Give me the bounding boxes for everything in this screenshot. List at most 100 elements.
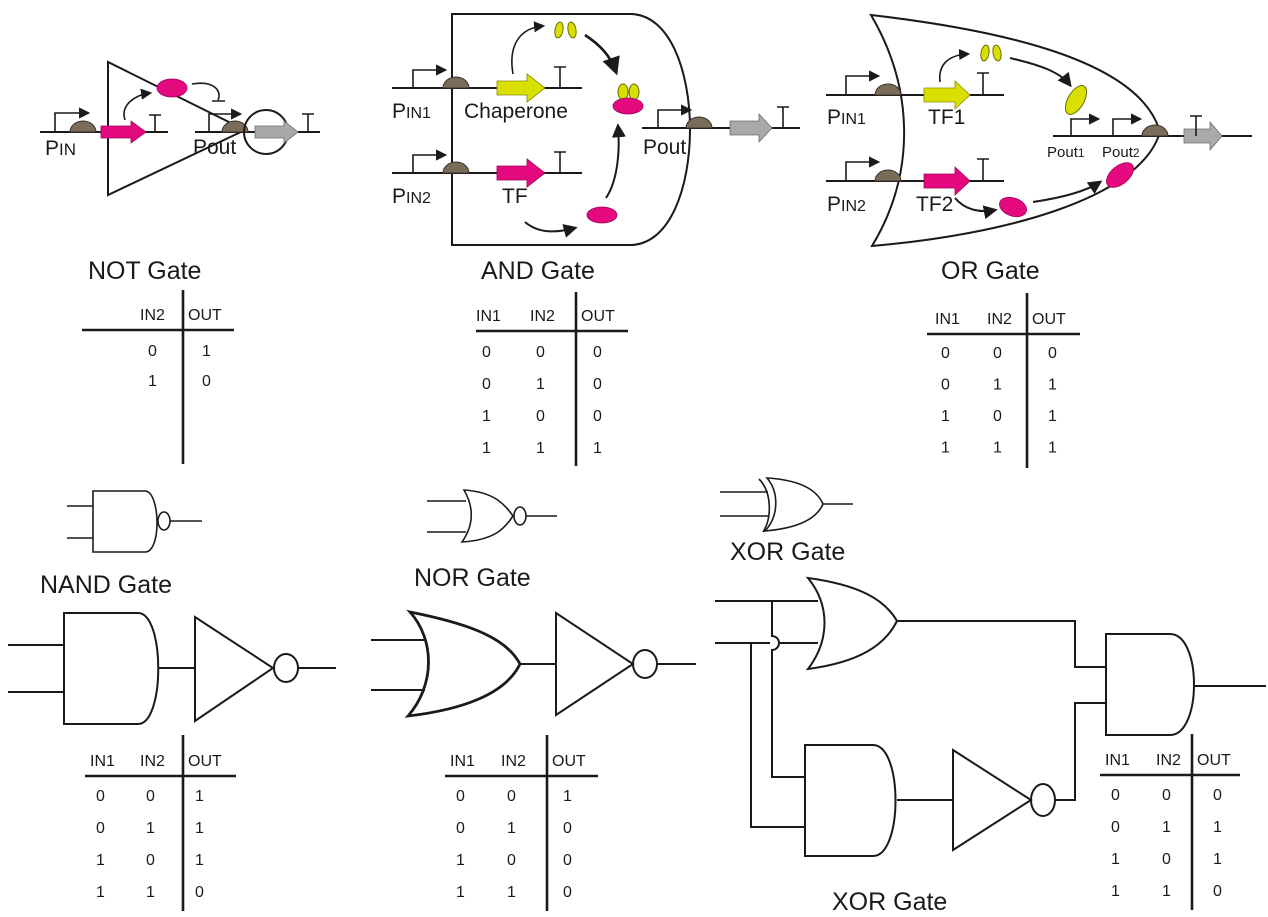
promoter-icon <box>1141 124 1169 137</box>
truth-table-cell: 0 <box>593 376 602 393</box>
truth-table-cell: 0 <box>146 852 155 869</box>
truth-table-cell: 1 <box>1213 851 1222 868</box>
truth-table-cell: 1 <box>1111 851 1120 868</box>
inversion-bubble <box>157 511 171 531</box>
wire-b-to-nand <box>750 643 805 828</box>
terminator-icon <box>554 151 566 173</box>
truth-table-cell: 0 <box>593 344 602 361</box>
header-out: OUT <box>188 307 222 324</box>
or-output-wire <box>897 620 1106 668</box>
terminator-icon <box>977 158 989 181</box>
binding-arrow-icon <box>584 33 620 76</box>
chaperone-protein-icon <box>554 21 564 39</box>
and-gate-title: AND Gate <box>481 257 595 285</box>
promoter-arrow-icon <box>54 107 91 132</box>
tf-gene-icon <box>100 120 147 144</box>
promoter-arrow-icon <box>845 156 881 181</box>
header-in2: IN2 <box>140 307 165 324</box>
header-out: OUT <box>188 753 222 770</box>
or-gate-title: OR Gate <box>941 257 1040 285</box>
terminator-icon <box>977 72 989 95</box>
truth-table-cell: 1 <box>1048 377 1057 394</box>
truth-table-cell: 1 <box>456 852 465 869</box>
cell: 0 <box>202 373 211 390</box>
truth-table-cell: 0 <box>993 408 1002 425</box>
truth-table-cell: 0 <box>563 820 572 837</box>
truth-table-cell: 1 <box>507 884 516 901</box>
promoter-arrow-icon <box>1112 113 1143 136</box>
truth-table-cell: 0 <box>96 820 105 837</box>
cell: 1 <box>148 373 157 390</box>
pin1-label: PIN1 <box>392 100 431 123</box>
promoter-arrow-icon <box>208 108 243 132</box>
tf2-protein-icon <box>999 196 1027 218</box>
truth-table-cell: 0 <box>507 852 516 869</box>
truth-table-cell: 1 <box>1162 819 1171 836</box>
expression-arrow-icon <box>511 21 546 75</box>
truth-table-cell: 0 <box>941 377 950 394</box>
binding-arrow-icon <box>1032 180 1103 203</box>
pin1-label: PIN1 <box>827 106 866 129</box>
promoter-icon <box>685 116 713 129</box>
truth-table-cell: 1 <box>536 376 545 393</box>
pout1-label: Pout1 <box>1047 144 1085 161</box>
truth-table-cell: 1 <box>195 788 204 805</box>
binding-arrow-icon <box>605 123 626 199</box>
tf1-label: TF1 <box>928 106 965 129</box>
and-gate-outline <box>451 13 691 246</box>
header-in1: IN1 <box>935 311 960 328</box>
truth-table-cell: 1 <box>146 884 155 901</box>
promoter-arrow-icon <box>412 64 448 88</box>
not-gate-triangle <box>952 748 1033 852</box>
truth-table-cell: 1 <box>507 820 516 837</box>
chaperone-protein-icon <box>567 21 577 39</box>
and-gate-genetic-circuit: PIN1 Chaperone PIN2 TF Pout <box>392 13 800 246</box>
truth-table-cell: 0 <box>1162 787 1171 804</box>
chaperone-protein-icon <box>617 83 629 101</box>
truth-table-cell: 0 <box>456 820 465 837</box>
wire-a-to-nand <box>771 601 805 778</box>
pin2-label: PIN2 <box>827 193 866 216</box>
xor-gate-circuit <box>715 576 1266 857</box>
truth-table-cell: 0 <box>536 408 545 425</box>
terminator-icon <box>149 114 161 132</box>
truth-table-cell: 1 <box>993 377 1002 394</box>
or-gate-genetic-circuit: PIN1 TF1 PIN2 TF2 Pout1 Pout2 <box>826 13 1252 248</box>
truth-table-cell: 1 <box>195 852 204 869</box>
truth-table-cell: 1 <box>563 788 572 805</box>
truth-table-cell: 1 <box>96 852 105 869</box>
nand-gate-circuit <box>8 612 336 725</box>
not-gate-truth-table: IN2 OUT 0 1 1 0 <box>82 290 234 464</box>
header-out: OUT <box>552 753 586 770</box>
tf1-protein-icon <box>992 44 1002 62</box>
inversion-bubble <box>632 649 658 679</box>
truth-table-cell: 0 <box>507 788 516 805</box>
promoter-arrow-icon <box>657 104 693 128</box>
repressor-protein-icon <box>156 78 188 98</box>
chaperone-protein-icon <box>628 83 640 101</box>
nor-gate-symbol <box>427 489 557 543</box>
truth-table-cell: 1 <box>941 440 950 457</box>
truth-table-cell: 1 <box>1048 408 1057 425</box>
truth-table-cell: 0 <box>1162 851 1171 868</box>
truth-table-cell: 1 <box>1213 819 1222 836</box>
truth-table-cell: 0 <box>1111 787 1120 804</box>
tf2-label: TF2 <box>916 193 953 216</box>
truth-table-cell: 1 <box>593 440 602 457</box>
truth-table-cell: 1 <box>1162 883 1171 900</box>
pout-label: Pout <box>193 136 236 159</box>
truth-table-cell: 0 <box>536 344 545 361</box>
truth-table-cell: 0 <box>1213 787 1222 804</box>
promoter-arrow-icon <box>412 149 448 173</box>
terminator-icon <box>554 66 566 88</box>
tf2-gene-icon <box>923 166 971 196</box>
pout2-label: Pout2 <box>1102 144 1140 161</box>
nor-gate-title: NOR Gate <box>414 564 531 592</box>
truth-table-cell: 0 <box>563 884 572 901</box>
pout-label: Pout <box>643 136 686 159</box>
binding-arrow-icon <box>1009 57 1072 88</box>
truth-table-cell: 0 <box>456 788 465 805</box>
